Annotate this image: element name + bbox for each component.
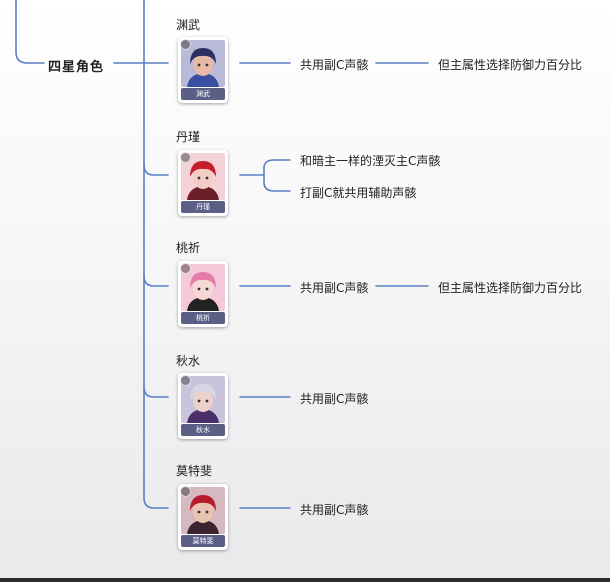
element-icon <box>180 486 191 497</box>
character-plate-1: 渊武 <box>181 88 225 100</box>
link-2-split <box>263 159 291 192</box>
note-3a: 共用副C声骸 <box>300 281 369 295</box>
category-connector <box>15 0 45 64</box>
element-icon <box>180 39 191 50</box>
note-3b: 但主属性选择防御力百分比 <box>438 281 583 295</box>
branch-2 <box>143 164 169 176</box>
character-card-2[interactable]: 丹瑾 <box>178 150 228 216</box>
character-plate-5: 莫特斐 <box>181 535 225 547</box>
character-card-1[interactable]: 渊武 <box>178 37 228 103</box>
character-plate-4: 秋水 <box>181 424 225 436</box>
bottom-edge <box>0 578 610 582</box>
character-name-3: 桃祈 <box>176 241 201 255</box>
character-name-4: 秋水 <box>176 354 201 368</box>
note-1b: 但主属性选择防御力百分比 <box>438 58 583 72</box>
element-icon <box>180 263 191 274</box>
character-name-5: 莫特斐 <box>176 464 213 478</box>
branch-4 <box>143 386 169 398</box>
character-plate-2: 丹瑾 <box>181 201 225 213</box>
trunk <box>143 0 169 509</box>
branch-3 <box>143 275 169 287</box>
note-5a: 共用副C声骸 <box>300 503 369 517</box>
character-portrait-5 <box>181 487 225 534</box>
character-card-5[interactable]: 莫特斐 <box>178 484 228 550</box>
note-1a: 共用副C声骸 <box>300 58 369 72</box>
character-name-2: 丹瑾 <box>176 130 201 144</box>
note-4a: 共用副C声骸 <box>300 392 369 406</box>
element-icon <box>180 375 191 386</box>
element-icon <box>180 152 191 163</box>
note-2a: 和暗主一样的湮灭主C声骸 <box>300 154 441 168</box>
character-card-3[interactable]: 桃祈 <box>178 261 228 327</box>
character-card-4[interactable]: 秋水 <box>178 373 228 439</box>
character-name-1: 渊武 <box>176 18 201 32</box>
note-2b: 打副C就共用辅助声骸 <box>300 186 417 200</box>
character-plate-3: 桃祈 <box>181 312 225 324</box>
category-label: 四星角色 <box>48 60 105 75</box>
